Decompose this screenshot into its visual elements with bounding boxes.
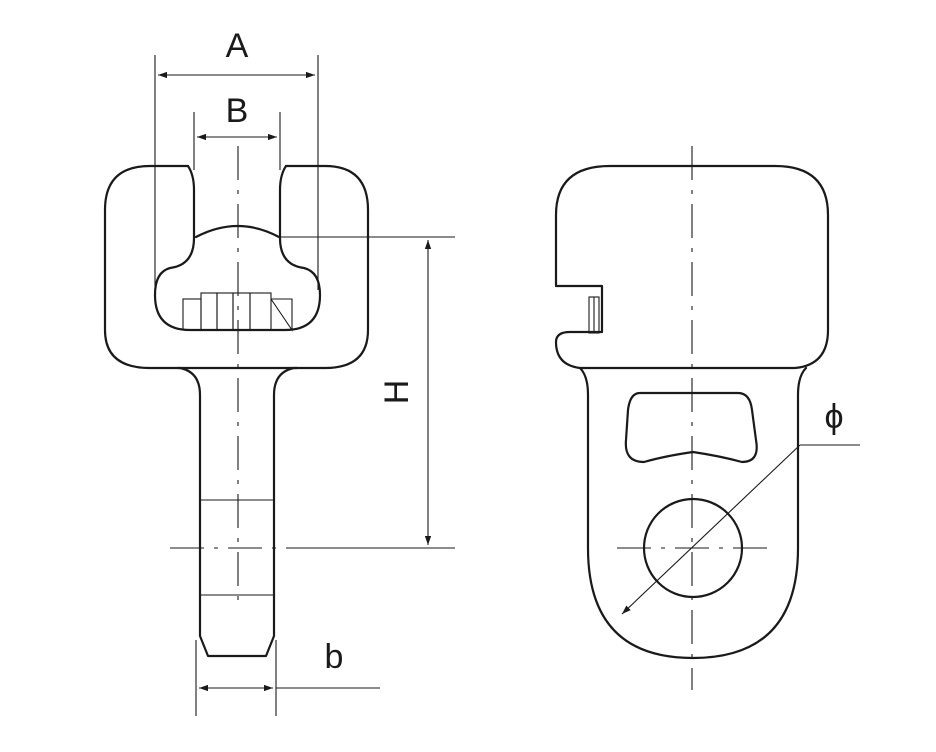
slot-right-wall bbox=[238, 164, 322, 332]
side-head-outline bbox=[554, 164, 830, 370]
front-view: A B H b bbox=[103, 27, 455, 716]
side-lug-outline bbox=[578, 366, 808, 660]
split-pin bbox=[182, 292, 293, 332]
slot-left-wall bbox=[153, 164, 242, 332]
dim-phi-line bbox=[621, 444, 801, 615]
dim-A-label: A bbox=[226, 27, 249, 65]
dim-phi-label: ϕ bbox=[824, 398, 843, 436]
dim-B-label: B bbox=[226, 92, 249, 130]
dim-b-label: b bbox=[325, 638, 344, 676]
side-pin-detail bbox=[588, 296, 600, 334]
dim-H-label: H bbox=[378, 380, 416, 405]
side-slot-window bbox=[624, 391, 758, 464]
side-view: ϕ bbox=[554, 146, 860, 690]
front-view-outline bbox=[103, 164, 370, 658]
